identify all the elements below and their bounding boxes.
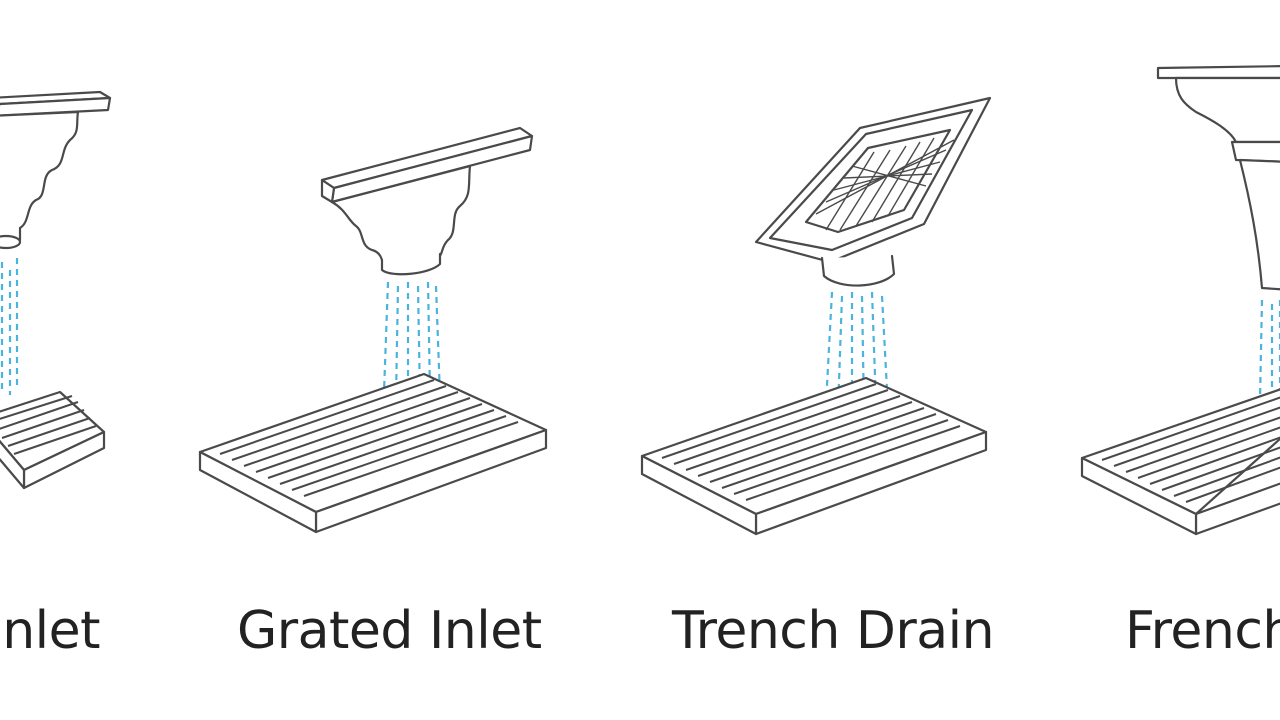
grate-4 xyxy=(1080,388,1280,536)
drain-item-2 xyxy=(198,126,548,534)
label-trench-drain: Trench Drain xyxy=(672,601,995,661)
drain-head-3 xyxy=(754,96,992,287)
downspout-2 xyxy=(320,126,534,276)
label-item-4: French xyxy=(1125,601,1280,661)
downspout-1-gutter xyxy=(0,90,112,250)
grate-3 xyxy=(640,376,988,536)
water-stream-2 xyxy=(382,281,442,399)
label-item-1-text: nlet xyxy=(2,601,100,661)
water-stream-1 xyxy=(0,258,19,395)
drain-item-3 xyxy=(640,96,992,536)
drain-item-1 xyxy=(0,90,112,490)
drain-item-4 xyxy=(1080,65,1280,536)
water-stream-4 xyxy=(1258,299,1280,408)
grate-2 xyxy=(198,372,548,534)
grate-1 xyxy=(0,390,106,490)
downspout-4 xyxy=(1156,65,1280,291)
label-grated-inlet: Grated Inlet xyxy=(237,601,542,661)
label-item-1: nlet xyxy=(0,596,100,666)
